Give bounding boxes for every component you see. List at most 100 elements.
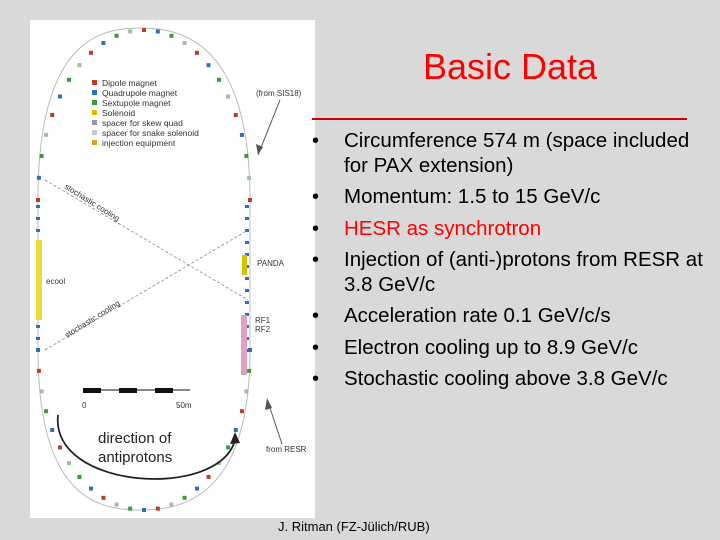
hesr-ring-svg: Dipole magnet Quadrupole magnet Sextupol… <box>36 27 307 512</box>
magnet-block <box>169 33 174 38</box>
magnet-block <box>195 50 199 55</box>
magnet-block <box>50 428 55 432</box>
magnet-block <box>233 113 238 117</box>
magnet-block <box>245 301 249 304</box>
footer-credit: J. Ritman (FZ-Jülich/RUB) <box>278 519 430 534</box>
bullet-dot: • <box>312 217 320 240</box>
magnet-block <box>206 474 211 479</box>
magnet-block <box>245 205 249 208</box>
from-resr-arrow-head <box>265 398 272 410</box>
rf-cavities <box>241 315 247 375</box>
bullet-dot: • <box>312 130 320 152</box>
bullet-list: • Circumference 574 m (space included for… <box>308 129 708 399</box>
legend-label-snake: spacer for snake solenoid <box>102 128 199 138</box>
scale-start-label: 0 <box>82 401 87 410</box>
magnet-block <box>44 132 49 137</box>
magnet-block <box>245 277 249 280</box>
magnet-block <box>128 29 133 34</box>
bullet-dot: • <box>312 186 320 208</box>
cross-line-a <box>44 179 249 301</box>
bullet-dot: • <box>312 249 320 271</box>
magnet-block <box>245 313 249 316</box>
rf2-label: RF2 <box>255 325 271 334</box>
magnet-block <box>67 461 72 466</box>
legend-label-dipole: Dipole magnet <box>102 78 157 88</box>
bullet-item: •Injection of (anti-)protons from RESR a… <box>308 248 708 297</box>
stochastic-cooling-bottom-label: stochastic cooling <box>63 299 121 340</box>
ring-outline <box>37 27 251 511</box>
from-resr-label: from RESR <box>266 445 307 454</box>
bullet-text: Electron cooling up to 8.9 GeV/c <box>344 335 639 359</box>
legend-swatch-snake <box>92 130 97 135</box>
magnet-block <box>216 77 221 82</box>
magnet-block <box>36 349 40 352</box>
magnet-block <box>195 486 199 491</box>
ring-diagram: Dipole magnet Quadrupole magnet Sextupol… <box>30 20 315 518</box>
magnet-block <box>89 50 93 55</box>
scale-bar: 0 50m <box>82 388 192 410</box>
legend-label-skew-quad: spacer for skew quad <box>102 118 183 128</box>
slide-title: Basic Data <box>422 46 598 87</box>
bullet-item: •Stochastic cooling above 3.8 GeV/c <box>308 367 708 392</box>
ecool-solenoid <box>36 240 42 320</box>
magnet-block <box>101 495 106 500</box>
from-sis-arrow-line <box>257 99 281 156</box>
bullet-item: • Electron cooling up to 8.9 GeV/c <box>308 336 708 361</box>
magnet-block <box>39 389 44 394</box>
bullet-item: • Circumference 574 m (space included for… <box>308 129 708 178</box>
legend-swatch-injection <box>92 140 97 145</box>
magnet-block <box>39 154 44 159</box>
magnet-block <box>169 502 174 507</box>
title-underline <box>312 118 687 120</box>
magnet-block <box>155 29 160 34</box>
legend-label-injection: injection equipment <box>102 138 176 148</box>
magnet-block <box>89 486 93 491</box>
bullet-text: Momentum: 1.5 to 15 GeV/c <box>344 185 601 208</box>
magnet-block <box>247 368 252 373</box>
direction-arrow-head-icon <box>230 432 240 444</box>
magnet-block <box>36 229 40 232</box>
magnet-block <box>142 508 146 512</box>
magnet-block <box>239 409 244 414</box>
magnet-block <box>36 175 41 180</box>
ecool-label: ecool <box>46 277 65 286</box>
magnet-block <box>248 348 252 352</box>
magnet-block <box>245 253 249 256</box>
bullet-text: Circumference 574 m (space included for … <box>344 129 690 177</box>
bullet-item: • HESR as synchrotron <box>308 217 708 242</box>
direction-arc <box>57 414 236 480</box>
magnet-block <box>245 241 249 244</box>
magnet-block <box>36 198 40 202</box>
direction-line1: direction of <box>98 430 172 447</box>
magnet-block <box>57 445 62 450</box>
magnet-block <box>57 94 62 99</box>
bullet-text: HESR as synchrotron <box>344 216 542 240</box>
magnet-block <box>245 217 249 220</box>
magnet-block <box>226 94 231 99</box>
bullet-text: Acceleration rate 0.1 GeV/c/s <box>344 304 611 327</box>
magnet-block <box>44 409 49 414</box>
bullet-item: •Acceleration rate 0.1 GeV/c/s <box>308 304 708 329</box>
magnet-block <box>77 63 82 68</box>
magnet-block <box>36 205 40 208</box>
bullet-text: Stochastic cooling above 3.8 GeV/c <box>344 367 668 390</box>
legend-label-solenoid: Solenoid <box>102 108 135 118</box>
magnet-block <box>101 40 106 45</box>
bullet-dot: • <box>312 336 320 359</box>
scale-end-label: 50m <box>176 401 192 410</box>
magnet-block <box>114 502 119 507</box>
stochastic-cooling-top-label: stochastic cooling <box>63 182 121 223</box>
legend-swatch-quadrupole <box>92 90 97 95</box>
magnet-block <box>128 506 133 511</box>
legend-swatch-dipole <box>92 80 97 85</box>
magnet-block <box>245 229 249 232</box>
legend-swatch-solenoid <box>92 110 97 115</box>
magnet-block <box>36 337 40 340</box>
magnet-block <box>36 325 40 328</box>
magnet-block <box>77 474 82 479</box>
magnet-block <box>239 132 244 137</box>
magnet-block <box>36 368 41 373</box>
rf1-label: RF1 <box>255 316 271 325</box>
legend-label-sextupole: Sextupole magnet <box>102 98 171 108</box>
bullet-item: • Momentum: 1.5 to 15 GeV/c <box>308 185 708 210</box>
